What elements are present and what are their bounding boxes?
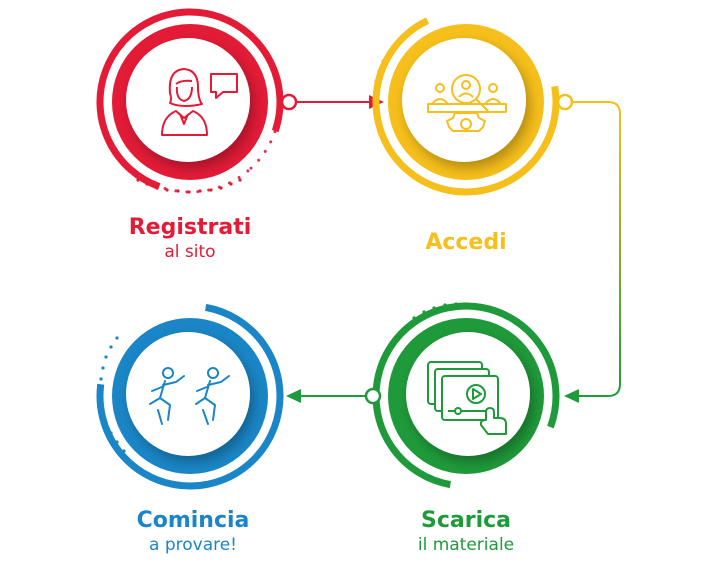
step-label-accedi: Accedi — [346, 230, 586, 256]
arrowhead-icon — [564, 389, 579, 403]
step-label-registrati: Registrati al sito — [70, 215, 310, 263]
step-subtitle: al sito — [164, 242, 216, 262]
people-running-icon — [149, 367, 230, 425]
connector-red-to-yellow — [296, 95, 384, 109]
dotted-arc-green — [412, 302, 511, 320]
dotted-arc — [98, 10, 282, 194]
connector-green-to-blue — [286, 389, 366, 403]
dotted-arc-red — [136, 178, 242, 194]
step-title: Scarica — [420, 508, 511, 533]
video-files-download-icon — [427, 361, 507, 435]
connector-node — [364, 387, 382, 405]
step-accedi — [372, 8, 574, 196]
outer-ring — [96, 8, 284, 196]
step-comincia — [96, 302, 284, 490]
step-title: Accedi — [425, 230, 507, 255]
icon-disc — [402, 38, 526, 162]
step-registrati — [96, 8, 298, 196]
step-label-comincia: Comincia a provare! — [73, 508, 313, 556]
connector-node — [556, 93, 574, 111]
step-scarica — [364, 302, 560, 490]
connector-yellow-to-green — [564, 101, 621, 403]
outer-ring — [372, 8, 560, 196]
connector-node — [280, 93, 298, 111]
dotted-arc-yellow — [373, 50, 393, 155]
step-title: Comincia — [136, 508, 250, 533]
outer-ring — [372, 302, 560, 490]
search-people-gear-icon — [427, 74, 507, 132]
user-chat-icon — [161, 68, 238, 136]
dotted-arc-blue — [98, 336, 126, 453]
step-subtitle: il materiale — [417, 535, 515, 555]
step-title: Registrati — [128, 215, 252, 240]
outer-ring — [96, 302, 284, 490]
step-label-scarica: Scarica il materiale — [346, 508, 586, 556]
step-subtitle: a provare! — [149, 535, 237, 555]
icon-disc — [126, 332, 250, 456]
arrowhead-icon — [286, 389, 301, 403]
